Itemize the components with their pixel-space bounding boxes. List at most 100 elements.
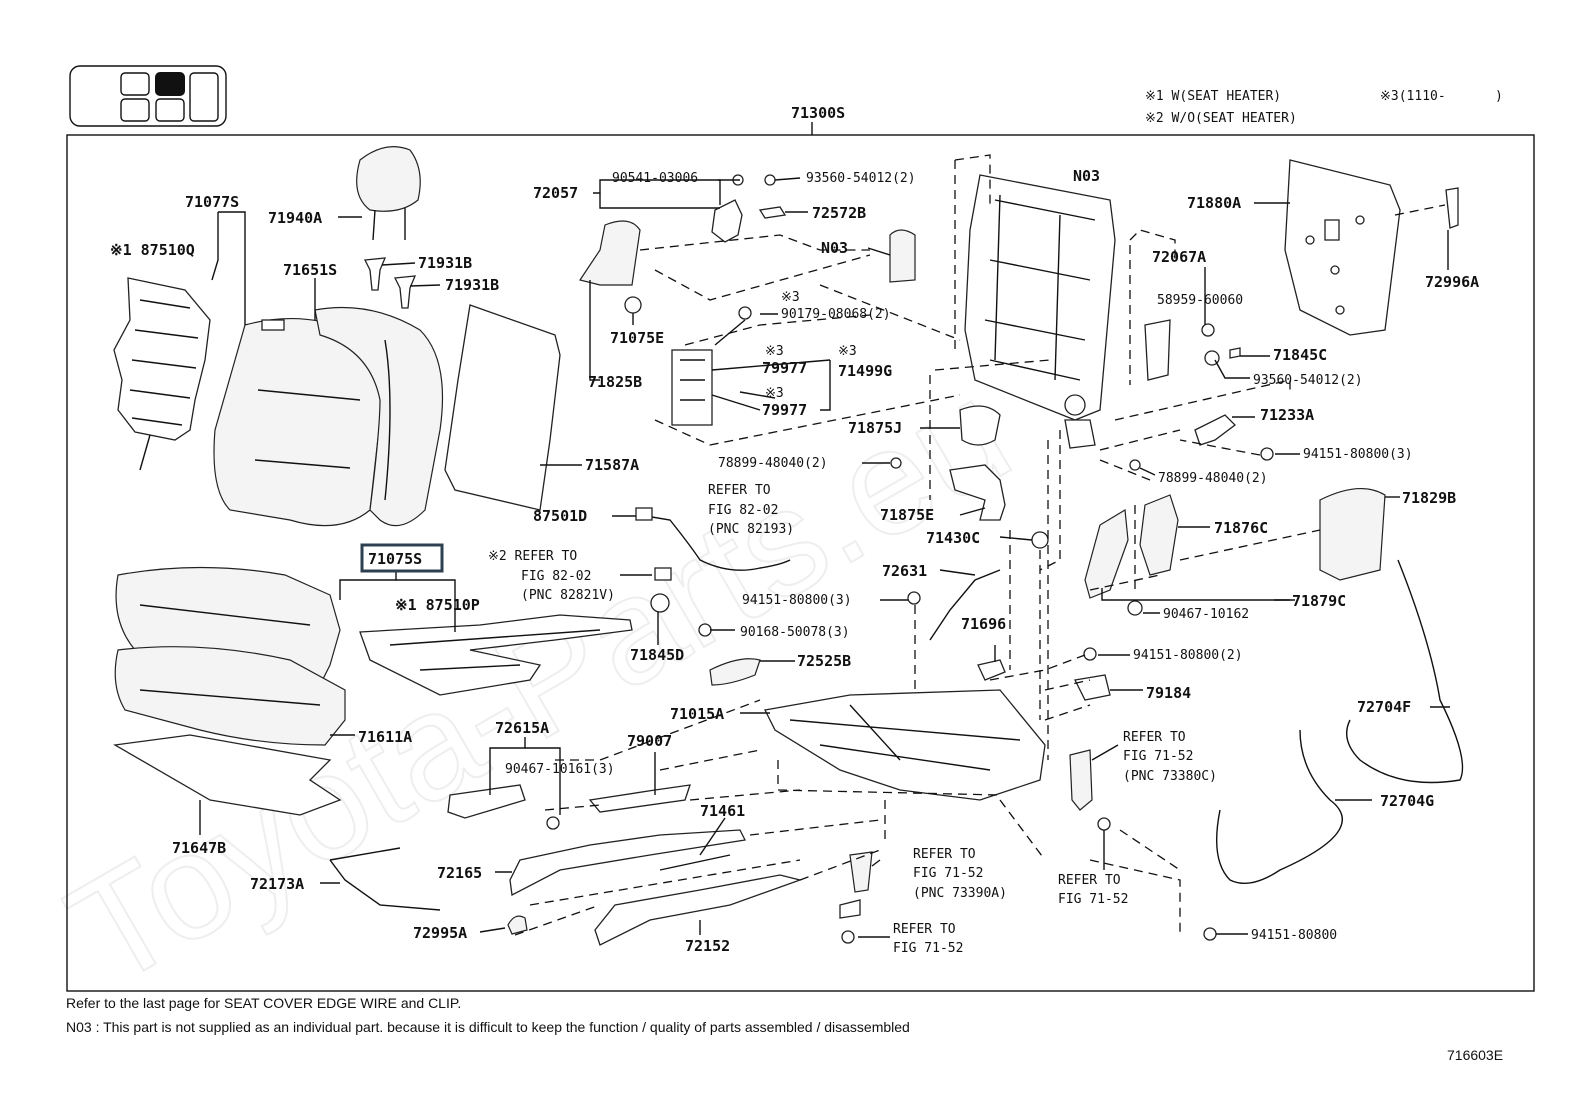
ref-text: REFER TO [1123, 730, 1186, 745]
part-label: ※1 87510Q [110, 241, 195, 259]
ref-text: (PNC 73380C) [1123, 769, 1217, 784]
assembly-dashed-lines [514, 154, 1446, 936]
ref-text: REFER TO [893, 922, 956, 937]
part-label: 79977 [762, 359, 807, 377]
part-label: 71845C [1273, 346, 1327, 364]
part-label: 79007 [627, 732, 672, 750]
part-label: 78899-48040(2) [1158, 471, 1268, 486]
bracket-79184 [1074, 674, 1111, 701]
part-label: ※1 87510P [395, 596, 480, 614]
legend: ※1 W(SEAT HEATER) ※3(1110- ) ※2 W/O(SEAT… [1145, 89, 1503, 126]
legend-item-1: ※1 W(SEAT HEATER) [1145, 89, 1281, 104]
part-71696 [977, 659, 1006, 681]
part-label: 93560-54012(2) [806, 171, 916, 186]
seatback-pad [314, 306, 444, 527]
seat-position-icon [69, 65, 227, 127]
part-label: N03 [821, 239, 848, 257]
spring-71461 [659, 854, 731, 871]
part-label: 90168-50078(3) [740, 625, 850, 640]
diagram-frame [66, 134, 1535, 992]
part-label: 71876C [1214, 519, 1268, 537]
part-label: 90541-03006 [612, 171, 698, 186]
legend-item-3: ※3(1110- [1380, 89, 1446, 104]
part-label: 71879C [1292, 592, 1346, 610]
cover-71829B [1319, 487, 1386, 581]
part-label: 71430C [926, 529, 980, 547]
part-label: 71499G [838, 362, 892, 380]
part-label: N03 [1073, 167, 1100, 185]
part-label: 90467-10162 [1163, 607, 1249, 622]
part-label: 71825B [588, 373, 642, 391]
buckle-73380C [1069, 749, 1093, 811]
part-label: 72704F [1357, 698, 1411, 716]
ref-text: FIG 71-52 [1123, 749, 1193, 764]
part-label: 71696 [961, 615, 1006, 633]
ref-text: REFER TO [708, 483, 771, 498]
part-label: 71077S [185, 193, 239, 211]
part-label: 79184 [1146, 684, 1191, 702]
legend-item-2: ※2 W/O(SEAT HEATER) [1145, 111, 1297, 126]
bracket-79007 [588, 784, 691, 813]
cover-71879C [1084, 508, 1129, 599]
ref-text: FIG 71-52 [1058, 892, 1128, 907]
part-label: 71931B [418, 254, 472, 272]
ref-text: (PNC 82821V) [521, 588, 615, 603]
part-label: 71875E [880, 506, 934, 524]
cushion-frame [764, 689, 1046, 801]
part-label: 94151-80800 [1251, 928, 1337, 943]
ref-text: FIG 71-52 [913, 866, 983, 881]
wire-72173A [329, 847, 441, 911]
part-label: ※3 [838, 344, 857, 359]
part-label: 71233A [1260, 406, 1314, 424]
cable-72704G [1215, 729, 1343, 884]
cable-72631 [929, 569, 1001, 641]
buckle-73390A [849, 851, 873, 893]
lock-assembly [671, 306, 752, 426]
part-label: 87501D [533, 507, 587, 525]
part-label: 93560-54012(2) [1253, 373, 1363, 388]
part-label: 71875J [848, 419, 902, 437]
ref-text: FIG 82-02 [708, 503, 778, 518]
ref-text: (PNC 73390A) [913, 886, 1007, 901]
part-label: 72057 [533, 184, 578, 202]
part-label: 72165 [437, 864, 482, 882]
part-label: 94151-80800(2) [1133, 648, 1243, 663]
ref-text: REFER TO [913, 847, 976, 862]
part-label: 71647B [172, 839, 226, 857]
cap-72995A [507, 915, 528, 935]
leader-lines [199, 177, 1450, 938]
part-label: 71651S [283, 261, 337, 279]
part-label: 90467-10161(3) [505, 762, 615, 777]
part-label: ※3 [765, 386, 784, 401]
part-label: ※3 [765, 344, 784, 359]
part-label: 72615A [495, 719, 549, 737]
back-panel [1284, 159, 1401, 336]
rail-72165 [509, 829, 746, 897]
ref-text: FIG 82-02 [521, 569, 591, 584]
part-label: 71587A [585, 456, 639, 474]
bracket-72057 [711, 199, 743, 243]
legend-item-3-close: ) [1495, 89, 1503, 104]
part-label: 78899-48040(2) [718, 456, 828, 471]
footnote-1: Refer to the last page for SEAT COVER ED… [66, 995, 461, 1011]
part-label: 72152 [685, 937, 730, 955]
part-label: 72995A [413, 924, 467, 942]
part-label: 72572B [812, 204, 866, 222]
lever-71233A [1194, 414, 1236, 446]
cable-72704F [1346, 559, 1464, 784]
hook-72996A [1445, 187, 1459, 229]
headrest [356, 146, 421, 241]
part-label: 72996A [1425, 273, 1479, 291]
highlighted-part-label[interactable]: 71075S [368, 550, 422, 568]
ref-text: FIG 71-52 [893, 941, 963, 956]
part-label: 72067A [1152, 248, 1206, 266]
bracket-72615A [447, 784, 526, 819]
rail-72152 [594, 874, 803, 946]
diagram-id: 716603E [1447, 1047, 1503, 1063]
part-label: 71829B [1402, 489, 1456, 507]
seatback-board [444, 304, 561, 511]
part-label: 90179-08068(2) [781, 307, 891, 322]
seat-heater-mat-back [113, 277, 211, 471]
